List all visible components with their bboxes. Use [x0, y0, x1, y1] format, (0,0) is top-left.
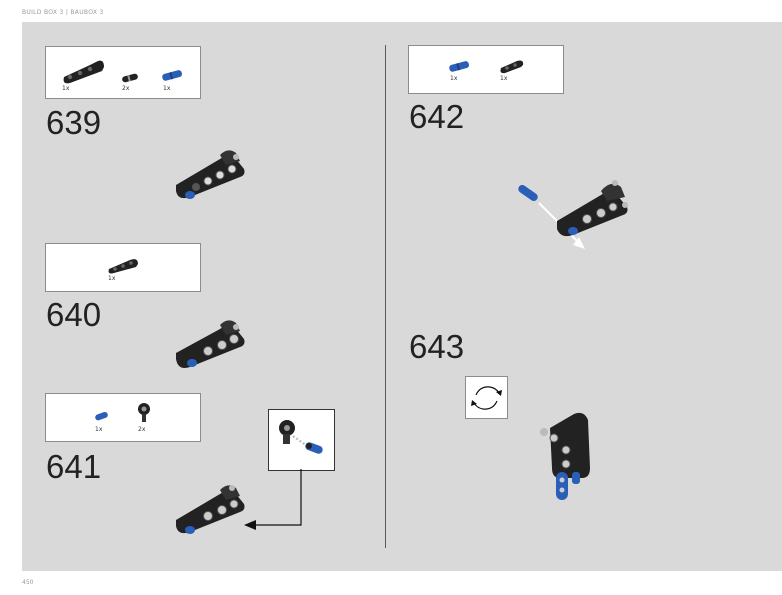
black-beam-icon: [108, 259, 138, 274]
black-beam-icon: [500, 60, 524, 74]
part-qty: 1x: [95, 426, 103, 433]
step-643-model: [540, 412, 590, 500]
part-qty: 1x: [108, 275, 116, 282]
rotate-icon: [471, 386, 502, 410]
instruction-canvas: [22, 22, 782, 571]
callout-arrow: [244, 469, 302, 530]
part-qty: 1x: [163, 85, 171, 92]
page-header: BUILD BOX 3 | BAUBOX 3: [22, 9, 104, 16]
part-qty: 2x: [138, 426, 146, 433]
step-number: 641: [46, 448, 102, 485]
step-640-parts-box: 1x: [45, 243, 201, 292]
part-qty: 1x: [500, 75, 508, 82]
step-640-model: [176, 320, 245, 368]
blue-axle-pin-icon: [449, 61, 470, 72]
step-number: 640: [46, 296, 102, 333]
part-qty: 1x: [450, 75, 458, 82]
column-divider: [385, 45, 386, 548]
part-qty: 2x: [122, 85, 130, 92]
step-number: 639: [46, 104, 102, 141]
part-qty: 1x: [62, 85, 70, 92]
step-641-parts-box: 1x 2x: [45, 393, 201, 442]
step-number: 642: [409, 98, 465, 135]
black-beam-icon: [63, 60, 104, 84]
rotate-model-box: [465, 376, 508, 419]
step-639-model: [176, 150, 245, 199]
blue-axle-pin-icon: [162, 70, 183, 81]
blue-pin-icon: [95, 411, 108, 421]
step-641-callout: [268, 409, 335, 471]
step-641-model: [176, 485, 245, 534]
page-number: 450: [22, 579, 34, 586]
step-642-model: [518, 180, 628, 249]
callout-subassembly: [279, 420, 323, 454]
black-pin-connector-icon: [138, 403, 150, 422]
step-639-parts-box: 1x 2x 1x: [45, 46, 201, 99]
black-pin-icon: [122, 73, 138, 83]
step-number: 643: [409, 328, 465, 365]
step-642-parts-box: 1x 1x: [408, 45, 564, 94]
